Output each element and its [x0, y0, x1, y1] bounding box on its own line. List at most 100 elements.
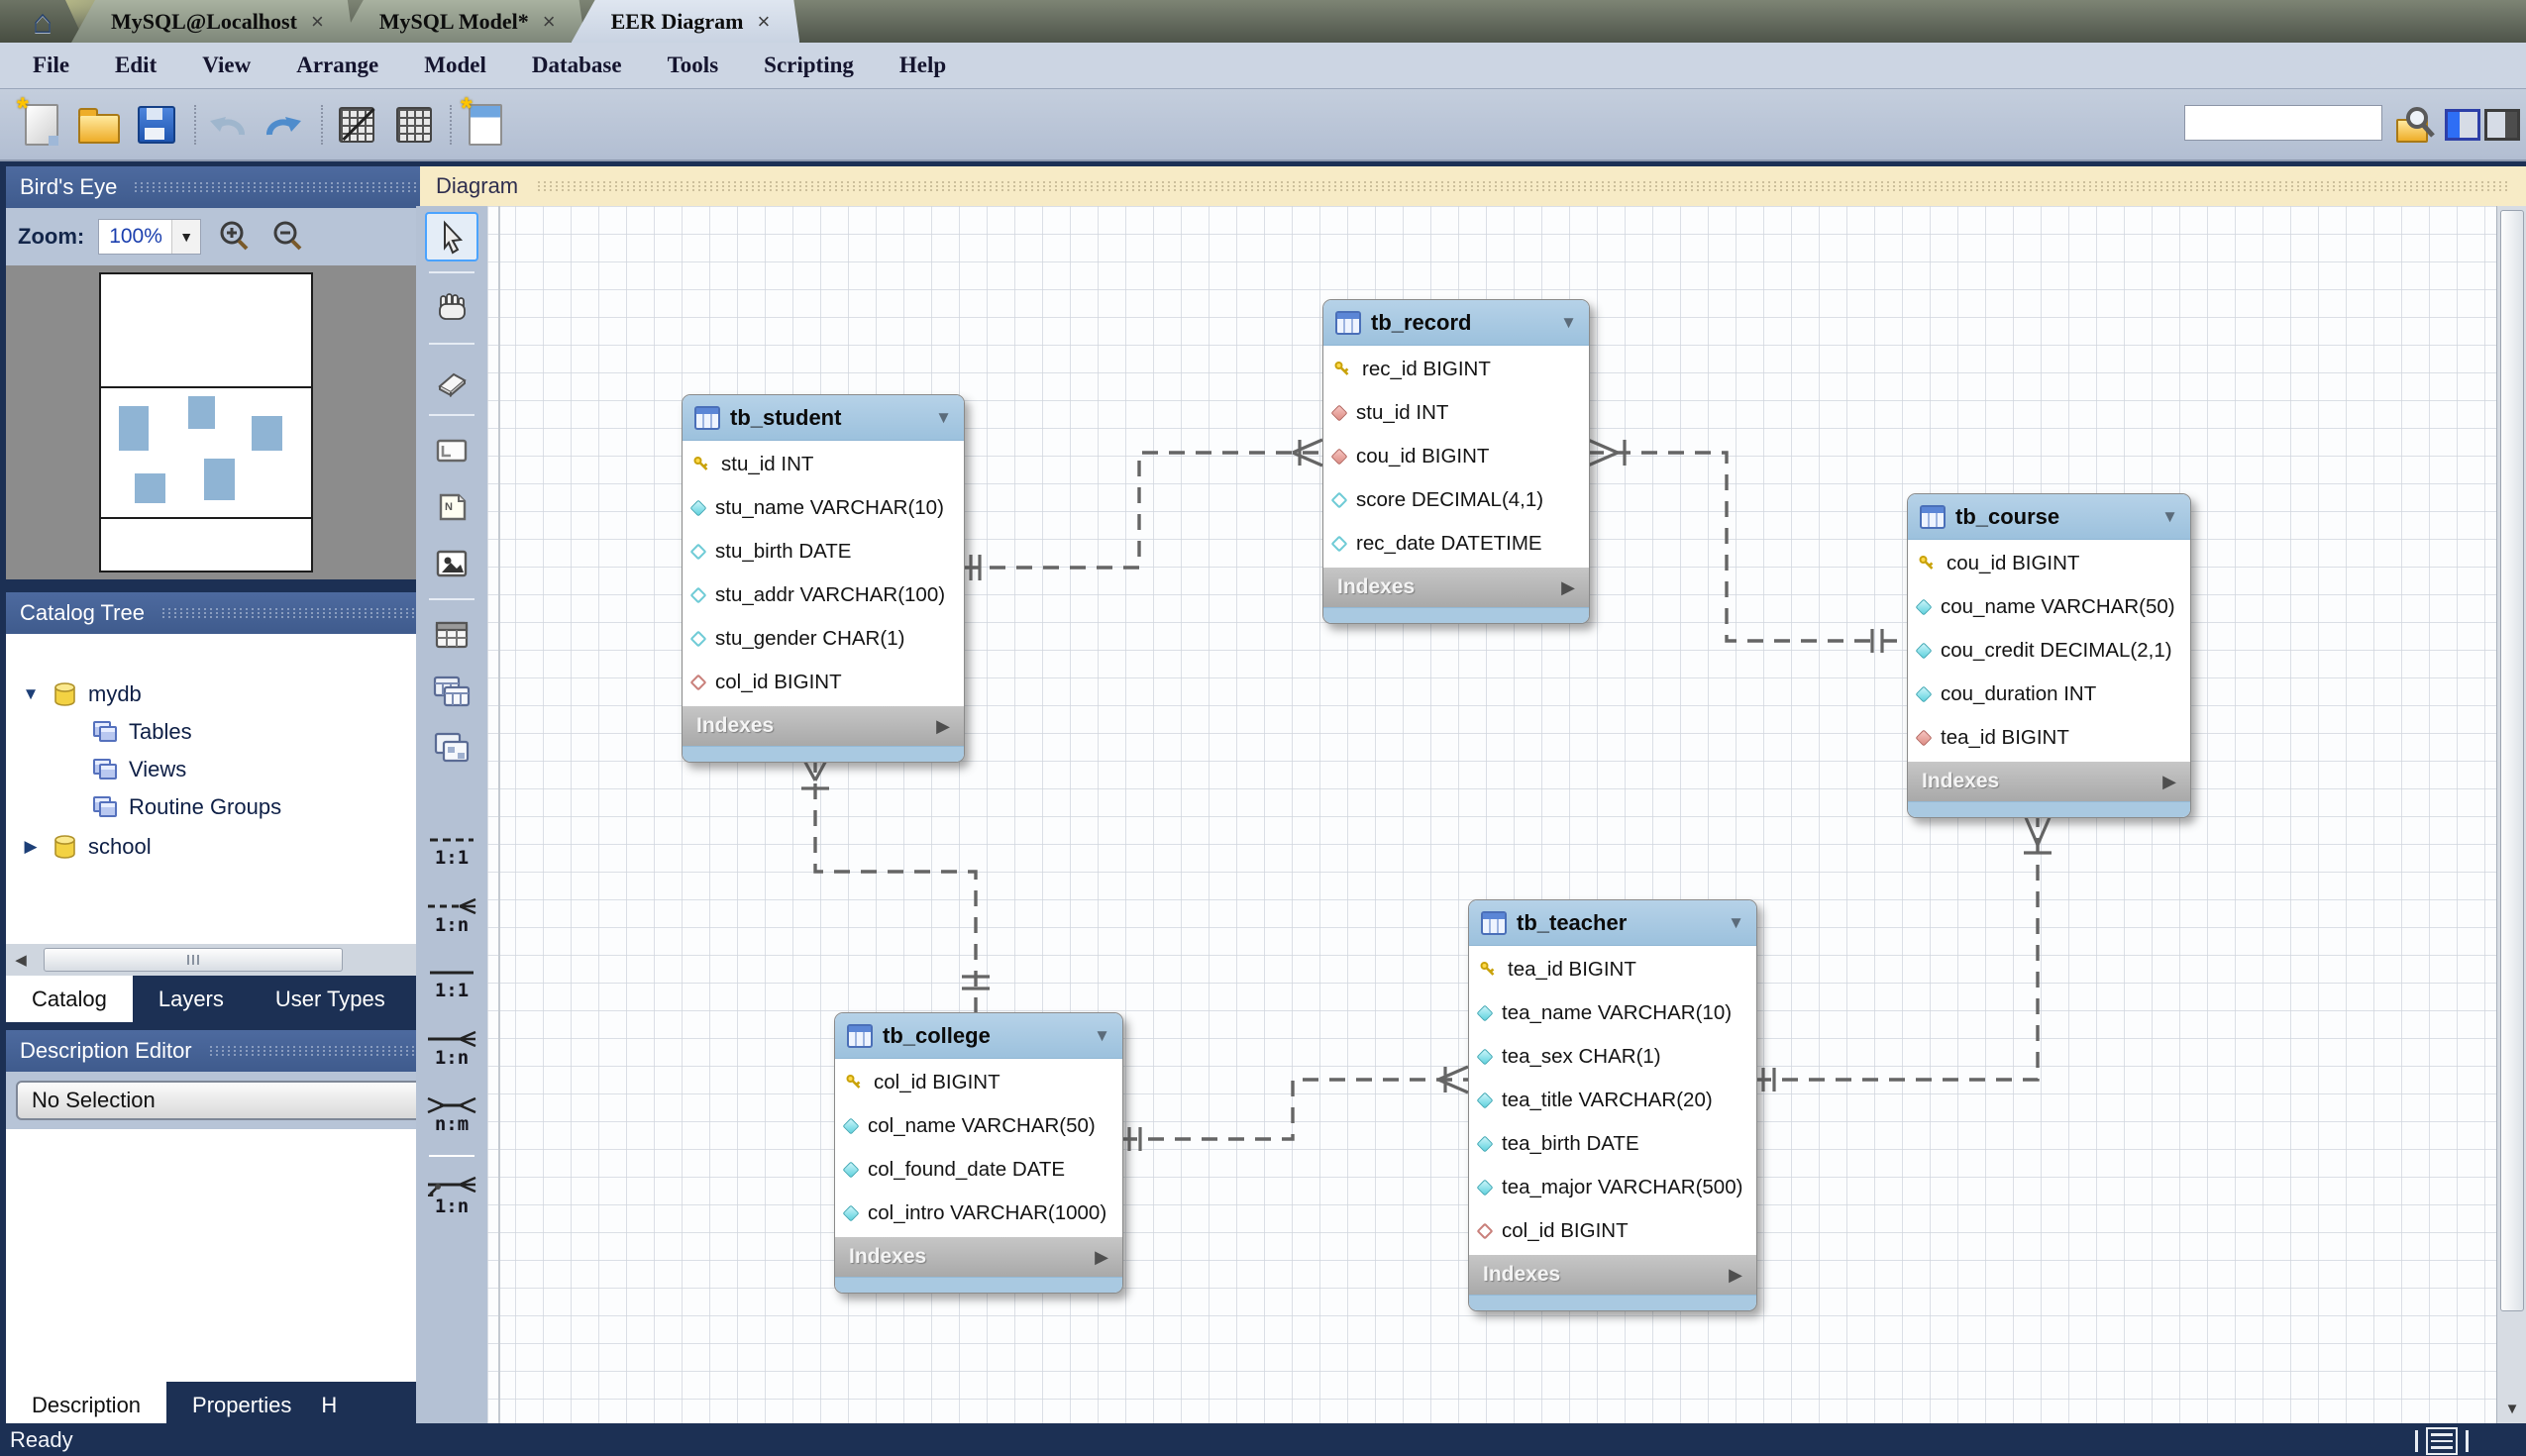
note-tool-button[interactable]: N	[425, 482, 478, 532]
relation-1-n-nonidentifying-button[interactable]: 1:n	[419, 886, 484, 946]
collapse-table-icon[interactable]: ▼	[2161, 507, 2178, 527]
chevron-down-icon[interactable]: ▼	[171, 220, 200, 254]
tree-node-mydb[interactable]: ▼ mydb	[20, 677, 142, 711]
indexes-bar[interactable]: Indexes▶	[1469, 1255, 1756, 1295]
table-tb-teacher[interactable]: tb_teacher ▼ tea_id BIGINT tea_name VARC…	[1468, 899, 1757, 1311]
close-icon[interactable]: ×	[311, 11, 324, 33]
close-icon[interactable]: ×	[543, 11, 556, 33]
indexes-bar[interactable]: Indexes▶	[683, 706, 964, 746]
tree-node-views[interactable]: Views	[93, 753, 186, 786]
column-row[interactable]: cou_name VARCHAR(50)	[1908, 585, 2190, 629]
undo-button[interactable]	[204, 101, 252, 149]
column-row[interactable]: rec_date DATETIME	[1323, 522, 1589, 566]
toggle-grid-button[interactable]	[333, 101, 380, 149]
column-row[interactable]: col_id BIGINT	[683, 661, 964, 704]
column-row[interactable]: tea_name VARCHAR(10)	[1469, 991, 1756, 1035]
view-tool-button[interactable]	[425, 667, 478, 716]
column-row[interactable]: score DECIMAL(4,1)	[1323, 478, 1589, 522]
column-row[interactable]: stu_addr VARCHAR(100)	[683, 573, 964, 617]
routine-group-tool-button[interactable]	[425, 723, 478, 773]
relation-existing-columns-button[interactable]: 1:n	[419, 1167, 484, 1226]
menu-help[interactable]: Help	[877, 52, 969, 78]
tree-node-tables[interactable]: Tables	[93, 715, 192, 749]
column-row[interactable]: stu_name VARCHAR(10)	[683, 486, 964, 530]
column-row[interactable]: tea_birth DATE	[1469, 1122, 1756, 1166]
column-row[interactable]: cou_id BIGINT	[1323, 435, 1589, 478]
column-row[interactable]: tea_major VARCHAR(500)	[1469, 1166, 1756, 1209]
menu-database[interactable]: Database	[509, 52, 645, 78]
relation-1-n-identifying-button[interactable]: 1:n	[419, 1019, 484, 1079]
menu-file[interactable]: File	[10, 52, 92, 78]
collapse-table-icon[interactable]: ▼	[1094, 1026, 1110, 1046]
diagram-canvas[interactable]: tb_student ▼ stu_id INT stu_name VARCHAR…	[487, 206, 2496, 1423]
expand-indexes-icon[interactable]: ▶	[1561, 577, 1575, 598]
zoom-out-button[interactable]	[268, 217, 308, 257]
expand-triangle-icon[interactable]: ▶	[20, 837, 42, 857]
expand-indexes-icon[interactable]: ▶	[2162, 772, 2176, 792]
scroll-left-icon[interactable]: ◀	[6, 951, 36, 969]
tab-description[interactable]: Description	[6, 1382, 166, 1428]
new-model-button[interactable]: *	[18, 101, 65, 149]
new-diagram-button[interactable]: *	[462, 101, 509, 149]
menu-edit[interactable]: Edit	[92, 52, 179, 78]
table-header[interactable]: tb_record ▼	[1323, 300, 1589, 346]
column-row[interactable]: col_id BIGINT	[835, 1061, 1122, 1104]
column-row[interactable]: stu_id INT	[1323, 391, 1589, 435]
collapse-table-icon[interactable]: ▼	[1728, 913, 1744, 933]
column-row[interactable]: cou_id BIGINT	[1908, 542, 2190, 585]
menu-tools[interactable]: Tools	[645, 52, 742, 78]
image-tool-button[interactable]	[425, 539, 478, 588]
indexes-bar[interactable]: Indexes▶	[1323, 568, 1589, 607]
tab-mysql-localhost[interactable]: MySQL@Localhost ×	[71, 0, 354, 43]
expand-indexes-icon[interactable]: ▶	[1729, 1265, 1742, 1286]
column-row[interactable]: cou_duration INT	[1908, 673, 2190, 716]
relation-n-m-button[interactable]: n:m	[419, 1086, 484, 1145]
birds-eye-page[interactable]	[99, 272, 313, 572]
redo-button[interactable]	[260, 101, 307, 149]
collapse-table-icon[interactable]: ▼	[935, 408, 952, 428]
tree-node-routine-groups[interactable]: Routine Groups	[93, 790, 281, 824]
column-row[interactable]: col_id BIGINT	[1469, 1209, 1756, 1253]
select-tool-button[interactable]	[425, 212, 478, 261]
tab-eer-diagram[interactable]: EER Diagram ×	[572, 0, 800, 43]
table-header[interactable]: tb_college ▼	[835, 1013, 1122, 1059]
column-row[interactable]: stu_id INT	[683, 443, 964, 486]
vertical-scrollbar[interactable]: ▼	[2496, 206, 2526, 1423]
column-row[interactable]: col_intro VARCHAR(1000)	[835, 1192, 1122, 1235]
scrollbar-thumb[interactable]	[2500, 210, 2524, 1311]
table-tb-student[interactable]: tb_student ▼ stu_id INT stu_name VARCHAR…	[682, 394, 965, 763]
column-row[interactable]: rec_id BIGINT	[1323, 348, 1589, 391]
column-row[interactable]: stu_birth DATE	[683, 530, 964, 573]
column-row[interactable]: tea_id BIGINT	[1908, 716, 2190, 760]
table-header[interactable]: tb_student ▼	[683, 395, 964, 441]
menu-arrange[interactable]: Arrange	[273, 52, 401, 78]
scroll-down-icon[interactable]: ▼	[2497, 1394, 2526, 1423]
close-icon[interactable]: ×	[757, 11, 770, 33]
column-row[interactable]: tea_id BIGINT	[1469, 948, 1756, 991]
grid-button[interactable]	[390, 101, 438, 149]
column-row[interactable]: col_found_date DATE	[835, 1148, 1122, 1192]
expand-indexes-icon[interactable]: ▶	[1095, 1247, 1108, 1268]
relation-1-1-nonidentifying-button[interactable]: 1:1	[419, 820, 484, 880]
column-row[interactable]: col_name VARCHAR(50)	[835, 1104, 1122, 1148]
table-tb-record[interactable]: tb_record ▼ rec_id BIGINT stu_id INT cou…	[1322, 299, 1590, 624]
column-row[interactable]: tea_title VARCHAR(20)	[1469, 1079, 1756, 1122]
column-row[interactable]: stu_gender CHAR(1)	[683, 617, 964, 661]
menu-view[interactable]: View	[179, 52, 273, 78]
zoom-combobox[interactable]: 100% ▼	[98, 219, 201, 255]
toggle-right-sidebar-button[interactable]	[2478, 101, 2526, 149]
open-model-button[interactable]	[75, 101, 123, 149]
relation-1-1-identifying-button[interactable]: 1:1	[419, 953, 484, 1012]
column-row[interactable]: tea_sex CHAR(1)	[1469, 1035, 1756, 1079]
eraser-tool-button[interactable]	[425, 355, 478, 404]
home-tab[interactable]: ⌂	[0, 0, 85, 43]
tab-layers[interactable]: Layers	[133, 976, 250, 1022]
tab-catalog[interactable]: Catalog	[6, 976, 133, 1022]
layer-tool-button[interactable]	[425, 426, 478, 475]
table-tb-course[interactable]: tb_course ▼ cou_id BIGINT cou_name VARCH…	[1907, 493, 2191, 818]
pan-tool-button[interactable]	[425, 283, 478, 333]
search-input[interactable]	[2184, 105, 2382, 141]
table-tb-college[interactable]: tb_college ▼ col_id BIGINT col_name VARC…	[834, 1012, 1123, 1294]
table-tool-button[interactable]	[425, 610, 478, 660]
expand-indexes-icon[interactable]: ▶	[936, 716, 950, 737]
